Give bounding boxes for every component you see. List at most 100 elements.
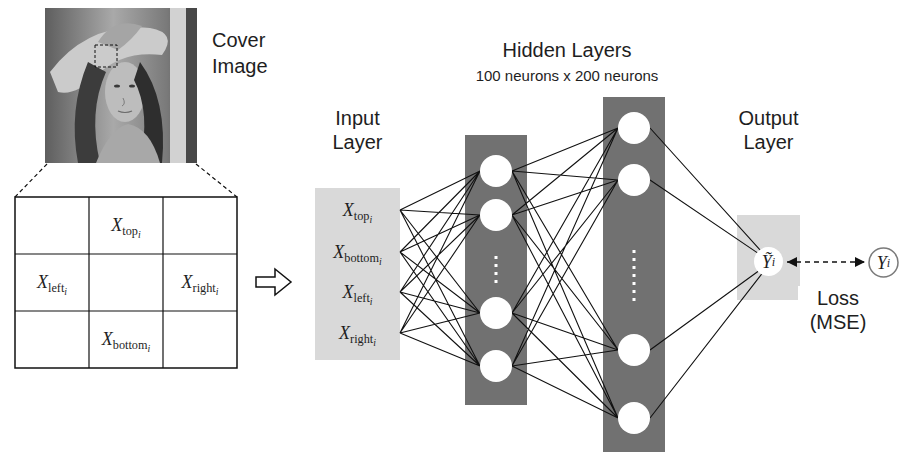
zoom-line	[196, 164, 237, 197]
neuron	[618, 112, 650, 144]
math-subscript: i	[370, 296, 373, 307]
math-subscript-text: left	[353, 291, 369, 305]
math-index: i	[369, 214, 372, 225]
edge-label: Loss (MSE)	[798, 286, 878, 334]
target-neuron: Yi	[868, 247, 899, 278]
neuron-circle	[754, 247, 783, 276]
math-index: i	[772, 255, 775, 269]
layer-heading: Input Layer	[312, 106, 403, 154]
grid-line	[15, 253, 237, 254]
math-symbol: X	[343, 200, 354, 220]
math-subscript-text: top	[354, 209, 370, 223]
layer-heading: Output Layer	[718, 106, 819, 154]
photo-mirror-frame	[170, 8, 186, 163]
hidden-layer-column	[465, 135, 527, 405]
neuron	[618, 402, 650, 434]
cover-photo	[45, 8, 197, 163]
math-subscript: i	[369, 214, 372, 225]
math-symbol: X	[333, 242, 344, 262]
ellipsis-dots	[495, 256, 498, 283]
neuron	[480, 350, 512, 382]
math-index: i	[373, 337, 376, 348]
math-symbol: X	[102, 329, 113, 349]
math-subscript: i	[216, 286, 219, 297]
photo-feather	[75, 62, 106, 163]
pixel-grid	[15, 197, 237, 368]
math-index: i	[216, 286, 219, 297]
output-layer-fill: Ỹi	[737, 215, 800, 300]
math-subscript: bottomi	[344, 251, 381, 265]
math-subscript: righti	[350, 332, 376, 346]
neuron-circle	[869, 248, 898, 277]
output-connections	[650, 128, 762, 418]
hidden-layer-column	[603, 97, 665, 452]
hidden-neurons	[480, 112, 650, 434]
section-title: Hidden Layers	[503, 39, 632, 62]
math-subscript: righti	[193, 281, 219, 295]
math-subscript: i	[373, 337, 376, 348]
photo-nose	[122, 98, 124, 106]
math-index: i	[370, 296, 373, 307]
math-subscript: i	[379, 256, 382, 267]
math-symbol: X	[339, 323, 350, 343]
grid-frame	[15, 197, 237, 368]
math-subscript-text: right	[193, 281, 216, 295]
math-subscript: lefti	[48, 281, 67, 295]
grid-cell-label: Xbottomi	[102, 328, 150, 350]
math-index: i	[138, 229, 141, 240]
zoom-line	[15, 164, 47, 197]
math-symbol: Ỹ	[762, 251, 772, 273]
input-variable: Xbottomi	[315, 241, 400, 263]
neuron	[480, 199, 512, 231]
neuron	[480, 155, 512, 187]
math-subscript: i	[64, 286, 67, 297]
input-layer-fill: XtopiXbottomiXleftiXrighti	[315, 188, 400, 360]
input-layer: Input LayerXtopiXbottomiXleftiXrighti	[312, 106, 403, 360]
grid-cell-label: Xtopi	[111, 214, 140, 236]
output-layer: Output LayerỸi	[718, 106, 819, 300]
math-symbol: Y	[877, 252, 887, 274]
math-symbol: X	[182, 272, 193, 292]
math-subscript: lefti	[353, 291, 372, 305]
math-index: i	[887, 256, 890, 270]
section-subtitle: 100 neurons x 200 neurons	[476, 67, 659, 84]
math-subscript: bottomi	[113, 338, 150, 352]
photo-shoulder	[96, 124, 160, 163]
math-symbol: X	[111, 215, 122, 235]
loss-connector	[787, 261, 865, 263]
photo-eye	[114, 84, 120, 87]
math-subscript-text: right	[350, 332, 373, 346]
grid-cell-label: Xrighti	[182, 271, 219, 293]
input-variable: Xtopi	[315, 199, 400, 221]
neuron-value: Ỹi	[753, 246, 784, 277]
math-subscript-text: bottom	[113, 338, 148, 352]
neuron	[618, 164, 650, 196]
photo-eye	[129, 84, 135, 87]
math-subscript-text: top	[122, 224, 138, 238]
grid-line	[162, 197, 163, 368]
input-connections	[400, 171, 480, 366]
hidden-connections	[512, 128, 618, 418]
photo-background	[45, 8, 197, 163]
math-index: i	[147, 343, 150, 354]
photo-hat-crown	[98, 23, 142, 50]
neuron	[618, 334, 650, 366]
math-subscript: topi	[354, 209, 372, 223]
neuron-value: Yi	[868, 247, 899, 278]
hollow-arrow	[256, 269, 291, 295]
patch-marker	[95, 45, 117, 67]
grid-line	[88, 197, 89, 368]
prediction-neuron: Ỹi	[753, 246, 784, 277]
input-variable: Xrighti	[315, 322, 400, 344]
math-subscript-text: left	[48, 281, 64, 295]
grid-line	[15, 310, 237, 311]
math-symbol: X	[37, 272, 48, 292]
math-index: i	[379, 256, 382, 267]
photo-mirror-edge	[186, 8, 197, 163]
math-subscript: i	[147, 343, 150, 354]
math-symbol: X	[342, 282, 353, 302]
grid-cell-label: Xlefti	[37, 271, 67, 293]
input-variable: Xlefti	[315, 281, 400, 303]
